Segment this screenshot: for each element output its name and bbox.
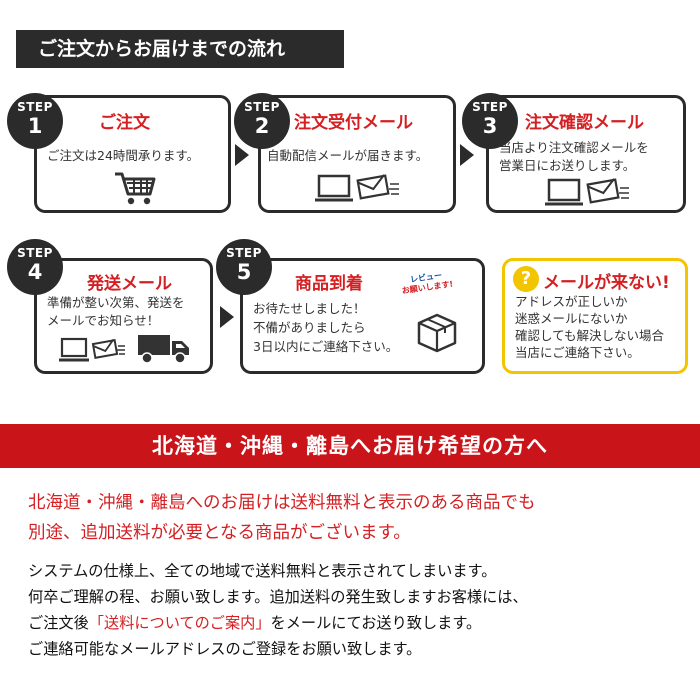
laptop-mail-icon [59,337,125,362]
notice-line-3: ご注文後「送料についてのご案内」をメールにてお送り致します。 [28,611,481,633]
notice-line-4: ご連絡可能なメールアドレスのご登録をお願い致します。 [28,640,422,658]
step-text: 営業日にお送りします。 [499,158,636,173]
step-badge-5: STEP 5 [216,239,272,295]
step-number: 3 [482,114,498,138]
mail-not-received-card: ? メールが来ない! アドレスが正しいか 迷惑メールにないか 確認しても解決しな… [502,258,688,374]
step-title: 発送メール [87,274,172,294]
step-number: 1 [27,114,43,138]
step-card-5: 商品到着 お待たせしました！ 不備がありましたら 3日以内にご連絡下さい。 レビ… [240,258,485,374]
warning-text: 当店にご連絡下さい。 [515,345,640,360]
warning-text: 確認しても解決しない場合 [515,328,665,343]
laptop-mail-icon [545,178,629,206]
shopping-cart-icon [115,172,156,205]
step-title: 注文確認メール [525,113,644,133]
step-title: 注文受付メール [294,113,413,133]
step-text: 準備が整い次第、発送を [47,295,185,310]
step-word: STEP [226,246,262,260]
shipping-notice-banner: 北海道・沖縄・離島へお届け希望の方へ [0,424,700,468]
step-word: STEP [244,100,280,114]
step-word: STEP [472,100,508,114]
step-number: 5 [236,260,252,284]
step-text: 自動配信メールが届きます。 [267,148,429,163]
step-title: 商品到着 [295,274,363,294]
step-word: STEP [17,100,53,114]
step-badge-4: STEP 4 [7,239,63,295]
step-text: 当店より注文確認メールを [499,140,649,155]
laptop-mail-icon [315,174,399,202]
step-word: STEP [17,246,53,260]
notice-line-3-post: をメールにてお送り致します。 [270,614,482,632]
step-text: 不備がありましたら [253,320,366,335]
notice-line-2: 何卒ご理解の程、お願い致します。追加送料の発生致しますお客様には、 [28,588,528,606]
shipping-guide-highlight: 「送料についてのご案内」 [88,614,271,632]
page-title: ご注文からお届けまでの流れ [16,30,344,68]
step-card-2: 注文受付メール 自動配信メールが届きます。 [258,95,456,213]
notice-red-line-2: 別途、追加送料が必要となる商品がございます。 [28,523,411,543]
step-badge-1: STEP 1 [7,93,63,149]
notice-line-1: システムの仕様上、全ての地域で送料無料と表示されてしまいます。 [28,562,497,580]
review-request-badge: レビュー お願いします! [400,270,454,297]
truck-icon [138,335,189,364]
step-card-4: 発送メール 準備が整い次第、発送を メールでお知らせ！ [34,258,213,374]
warning-text: 迷惑メールにないか [515,311,628,326]
warning-text: アドレスが正しいか [515,294,628,309]
step-number: 4 [27,260,43,284]
step-text: 3日以内にご連絡下さい。 [253,339,399,354]
step-text: ご注文は24時間承ります。 [47,148,200,163]
arrow-right-icon [220,306,234,328]
arrow-right-icon [460,144,474,166]
step-text: お待たせしました！ [253,301,366,316]
step-card-1: ご注文 ご注文は24時間承ります。 [34,95,231,213]
step-card-3: 注文確認メール 当店より注文確認メールを 営業日にお送りします。 [486,95,686,213]
notice-red-line-1: 北海道・沖縄・離島へのお届けは送料無料と表示のある商品でも [28,493,536,513]
arrow-right-icon [235,144,249,166]
question-mark-icon: ? [513,266,539,292]
package-box-icon [417,313,457,353]
step-text: メールでお知らせ！ [47,313,160,328]
warning-title: メールが来ない! [543,273,670,293]
step-number: 2 [254,114,270,138]
step-title: ご注文 [99,113,150,133]
notice-line-3-pre: ご注文後 [28,614,89,632]
step-badge-2: STEP 2 [234,93,290,149]
step-badge-3: STEP 3 [462,93,518,149]
